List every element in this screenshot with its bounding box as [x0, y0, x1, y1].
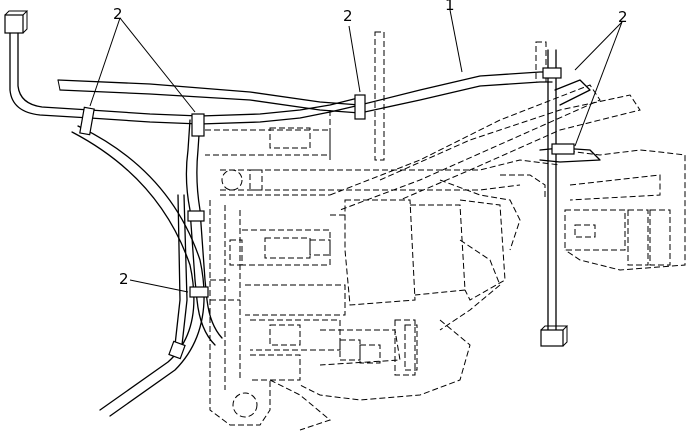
connector-top-left — [4, 14, 24, 34]
clamp-c — [354, 94, 366, 120]
clamp-a — [79, 106, 95, 136]
callout-2-left: 2 — [119, 270, 129, 288]
wire-harness — [4, 10, 601, 417]
callout-2-top-left: 2 — [113, 5, 123, 23]
engine-outline-dashed — [205, 31, 686, 431]
callout-1-hose: 1 — [445, 0, 455, 14]
clamp-e — [551, 143, 575, 155]
clamp-f — [187, 210, 205, 222]
clamps — [79, 67, 575, 298]
clamp-d — [542, 67, 562, 79]
clamp-g — [189, 286, 209, 298]
leader-lines — [89, 9, 623, 293]
callout-2-top-right: 2 — [618, 8, 628, 26]
clamp-b — [191, 113, 205, 137]
callout-2-top-center: 2 — [343, 7, 353, 25]
main-hose-1 — [57, 71, 553, 114]
connector-bottom-right — [540, 329, 564, 347]
